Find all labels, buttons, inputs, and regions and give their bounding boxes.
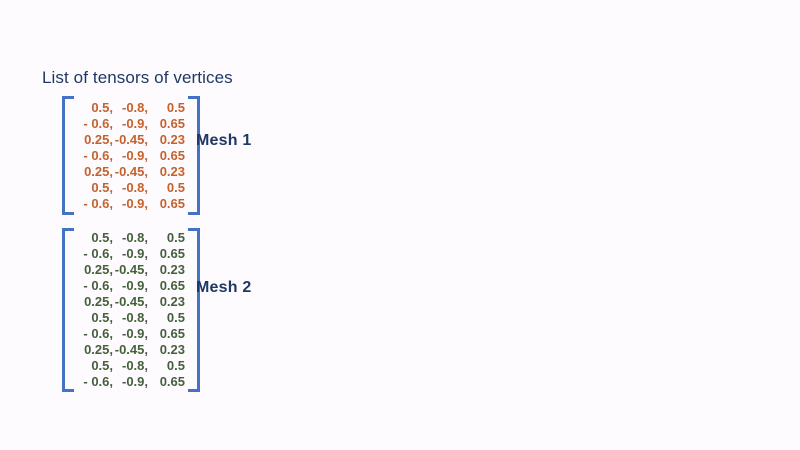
matrix-cell: 0.23 <box>159 294 185 309</box>
matrix-cell: 0.65 <box>159 147 185 163</box>
matrix-row: - 0.6, -0.9, 0.65 <box>77 116 185 132</box>
matrix-cell: - 0.6, <box>83 195 113 211</box>
mesh1-left-bracket <box>62 96 74 215</box>
matrix-cell: -0.45, <box>114 262 148 277</box>
matrix-cell: -0.9, <box>121 326 148 341</box>
matrix-row: - 0.6, -0.9, 0.65 <box>77 278 185 294</box>
matrix-row: 0.25,-0.45, 0.23 <box>77 132 185 148</box>
matrix-cell: -0.9, <box>121 278 148 293</box>
matrix-cell: 0.65 <box>159 195 185 211</box>
matrix-cell: -0.45, <box>114 163 148 179</box>
matrix-row: 0.25,-0.45, 0.23 <box>77 164 185 180</box>
matrix-cell: 0.5, <box>91 358 113 373</box>
matrix-cell: 0.5, <box>91 99 113 115</box>
mesh2-right-bracket <box>188 228 200 392</box>
matrix-cell: - 0.6, <box>83 374 113 389</box>
matrix-cell: 0.23 <box>159 342 185 357</box>
matrix-cell: 0.65 <box>159 326 185 341</box>
matrix-cell: 0.65 <box>159 115 185 131</box>
matrix-cell: - 0.6, <box>83 326 113 341</box>
matrix-row: - 0.6, -0.9, 0.65 <box>77 374 185 390</box>
matrix-cell: -0.45, <box>114 294 148 309</box>
matrix-cell: 0.5, <box>91 179 113 195</box>
matrix-cell: -0.45, <box>114 342 148 357</box>
matrix-cell: 0.25, <box>84 262 113 277</box>
matrix-cell: 0.65 <box>159 278 185 293</box>
matrix-cell: 0.5 <box>166 230 185 245</box>
matrix-cell: -0.8, <box>121 179 148 195</box>
matrix-row: 0.5, -0.8, 0.5 <box>77 230 185 246</box>
matrix-cell: 0.5, <box>91 230 113 245</box>
matrix-cell: -0.9, <box>121 195 148 211</box>
matrix-cell: 0.5, <box>91 310 113 325</box>
matrix-row: - 0.6, -0.9, 0.65 <box>77 148 185 164</box>
matrix-cell: -0.45, <box>114 131 148 147</box>
matrix-cell: 0.25, <box>84 131 113 147</box>
mesh1-right-bracket <box>188 96 200 215</box>
matrix-row: 0.25,-0.45, 0.23 <box>77 294 185 310</box>
matrix-cell: - 0.6, <box>83 115 113 131</box>
matrix-cell: -0.9, <box>121 147 148 163</box>
matrix-cell: 0.23 <box>159 262 185 277</box>
matrix-cell: -0.9, <box>121 374 148 389</box>
matrix-cell: -0.8, <box>121 310 148 325</box>
matrix-cell: -0.8, <box>121 358 148 373</box>
matrix-row: 0.25,-0.45, 0.23 <box>77 262 185 278</box>
matrix-cell: - 0.6, <box>83 147 113 163</box>
matrix-cell: 0.5 <box>166 358 185 373</box>
page-title: List of tensors of vertices <box>42 68 233 87</box>
mesh2-left-bracket <box>62 228 74 392</box>
matrix-row: - 0.6, -0.9, 0.65 <box>77 326 185 342</box>
matrix-cell: - 0.6, <box>83 278 113 293</box>
matrix-row: 0.5, -0.8, 0.5 <box>77 180 185 196</box>
matrix-cell: -0.9, <box>121 246 148 261</box>
matrix-cell: 0.23 <box>159 163 185 179</box>
matrix-row: 0.5, -0.8, 0.5 <box>77 358 185 374</box>
matrix-cell: 0.65 <box>159 246 185 261</box>
mesh1-label: Mesh 1 <box>196 132 252 149</box>
matrix-cell: 0.65 <box>159 374 185 389</box>
matrix-cell: -0.8, <box>121 99 148 115</box>
matrix-row: - 0.6, -0.9, 0.65 <box>77 196 185 212</box>
matrix-cell: -0.9, <box>121 115 148 131</box>
matrix-row: - 0.6, -0.9, 0.65 <box>77 246 185 262</box>
matrix-cell: 0.25, <box>84 294 113 309</box>
matrix-cell: 0.5 <box>166 310 185 325</box>
matrix-cell: -0.8, <box>121 230 148 245</box>
matrix-cell: 0.23 <box>159 131 185 147</box>
mesh2-label: Mesh 2 <box>196 279 252 296</box>
matrix-cell: 0.5 <box>166 99 185 115</box>
matrix-cell: 0.25, <box>84 163 113 179</box>
matrix-cell: 0.5 <box>166 179 185 195</box>
matrix-row: 0.5, -0.8, 0.5 <box>77 100 185 116</box>
matrix-row: 0.25,-0.45, 0.23 <box>77 342 185 358</box>
matrix-cell: - 0.6, <box>83 246 113 261</box>
matrix-cell: 0.25, <box>84 342 113 357</box>
matrix-row: 0.5, -0.8, 0.5 <box>77 310 185 326</box>
